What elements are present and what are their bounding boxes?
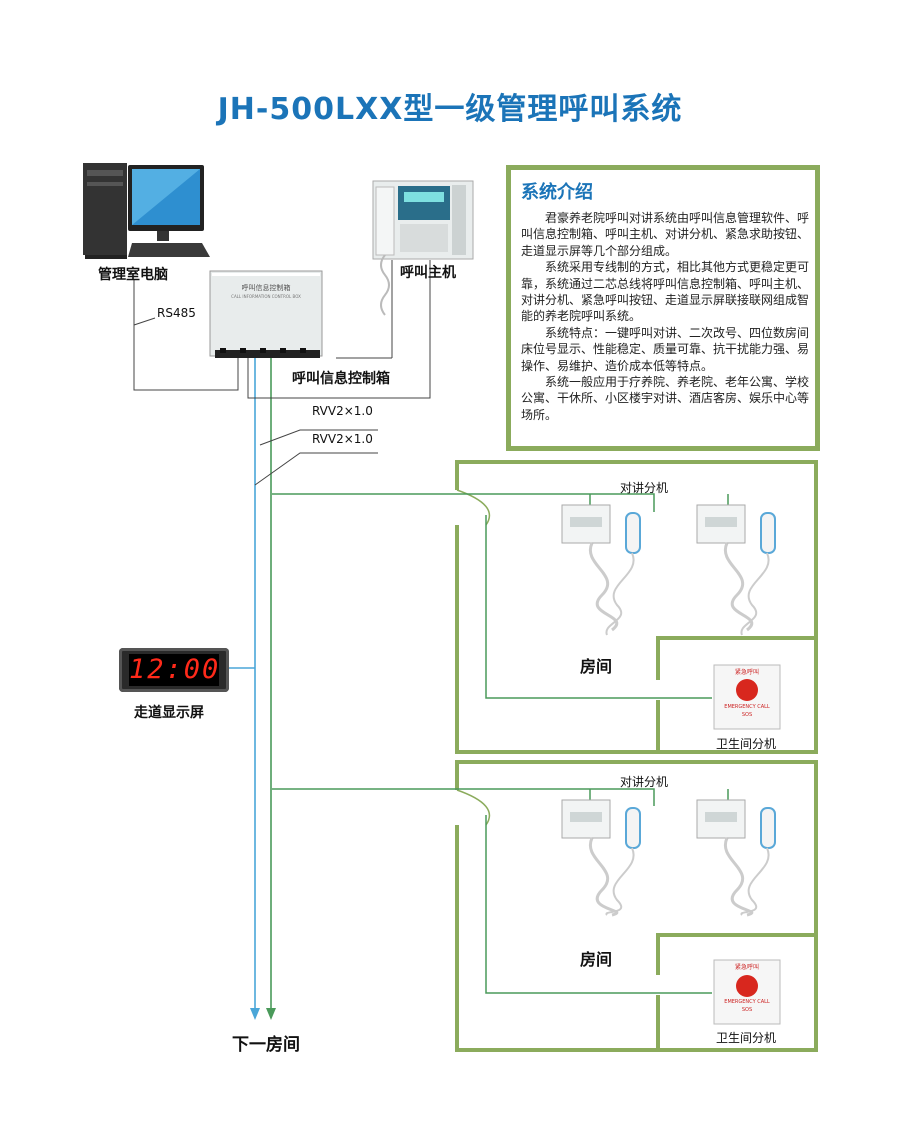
control-wires bbox=[133, 260, 431, 486]
page-title: JH-500LXX型一级管理呼叫系统 bbox=[217, 92, 683, 127]
sos-label-en: EMERGENCY CALL bbox=[724, 704, 770, 710]
room-2-wall bbox=[455, 760, 818, 1052]
intro-paragraph: 系统采用专线制的方式，相比其他方式更稳定更可靠，系统通过二芯总线将呼叫信息控制箱… bbox=[521, 260, 810, 324]
intro-paragraph: 系统一般应用于疗养院、养老院、老年公寓、学校公寓、干休所、小区楼宇对讲、酒店客房… bbox=[521, 375, 810, 422]
bathroom-unit-label: 卫生间分机 bbox=[716, 1031, 777, 1045]
room-2-bath-wire bbox=[485, 815, 712, 994]
controller-panel-text-en: CALL INFORMATION CONTROL BOX bbox=[231, 294, 301, 299]
room-label: 房间 bbox=[580, 950, 613, 969]
sos-label-cn: 紧急呼叫 bbox=[734, 964, 759, 971]
room-1-wall bbox=[455, 460, 818, 754]
controller-label: 呼叫信息控制箱 bbox=[292, 371, 390, 387]
room-walls bbox=[455, 460, 818, 1052]
rs485-label: RS485 bbox=[157, 306, 196, 320]
computer bbox=[83, 163, 210, 259]
system-intro-panel: 系统介绍 君豪养老院呼叫对讲系统由呼叫信息管理软件、呼叫信息控制箱、呼叫主机、对… bbox=[506, 165, 820, 451]
sos-buttons bbox=[713, 664, 781, 1025]
room-1-bath-wire bbox=[485, 515, 712, 699]
bathroom-1-wall bbox=[656, 636, 816, 680]
sos-label-small: SOS bbox=[741, 1007, 753, 1013]
cable-label-2: RVV2×1.0 bbox=[312, 432, 373, 446]
system-intro-body: 君豪养老院呼叫对讲系统由呼叫信息管理软件、呼叫信息控制箱、呼叫主机、对讲分机、紧… bbox=[521, 210, 809, 423]
cable-label-1: RVV2×1.0 bbox=[312, 404, 373, 418]
sos-label-en: EMERGENCY CALL bbox=[724, 999, 770, 1005]
intercom-label: 对讲分机 bbox=[620, 775, 669, 789]
computer-label: 管理室电脑 bbox=[98, 267, 168, 283]
clock-digits: 12:00 bbox=[129, 654, 221, 686]
room-2-bus bbox=[272, 788, 655, 806]
room-label: 房间 bbox=[580, 657, 613, 676]
controller-box bbox=[209, 270, 323, 358]
main-bus bbox=[229, 358, 276, 1020]
call-host bbox=[372, 180, 474, 316]
intro-paragraph: 系统特点：一键呼叫对讲、二次改号、四位数房间床位号显示、性能稳定、质量可靠、抗干… bbox=[521, 325, 810, 373]
room-1-bus bbox=[272, 493, 655, 512]
bathroom-unit-label: 卫生间分机 bbox=[716, 737, 777, 751]
sos-label-cn: 紧急呼叫 bbox=[734, 669, 759, 676]
sos-label-small: SOS bbox=[741, 712, 753, 718]
corridor-display: 12:00 bbox=[119, 648, 229, 692]
arrow-down-icon bbox=[250, 1008, 260, 1020]
bathroom-2-wall bbox=[656, 933, 816, 975]
arrow-down-icon bbox=[266, 1008, 276, 1020]
intercom-label: 对讲分机 bbox=[620, 481, 669, 495]
intro-paragraph: 君豪养老院呼叫对讲系统由呼叫信息管理软件、呼叫信息控制箱、呼叫主机、对讲分机、紧… bbox=[521, 211, 810, 258]
corridor-display-label: 走道显示屏 bbox=[134, 705, 204, 721]
intercom-units bbox=[561, 504, 776, 917]
host-label: 呼叫主机 bbox=[400, 265, 456, 281]
system-intro-title: 系统介绍 bbox=[521, 182, 593, 203]
next-room-label: 下一房间 bbox=[232, 1035, 300, 1055]
controller-panel-text: 呼叫信息控制箱 bbox=[241, 284, 291, 292]
